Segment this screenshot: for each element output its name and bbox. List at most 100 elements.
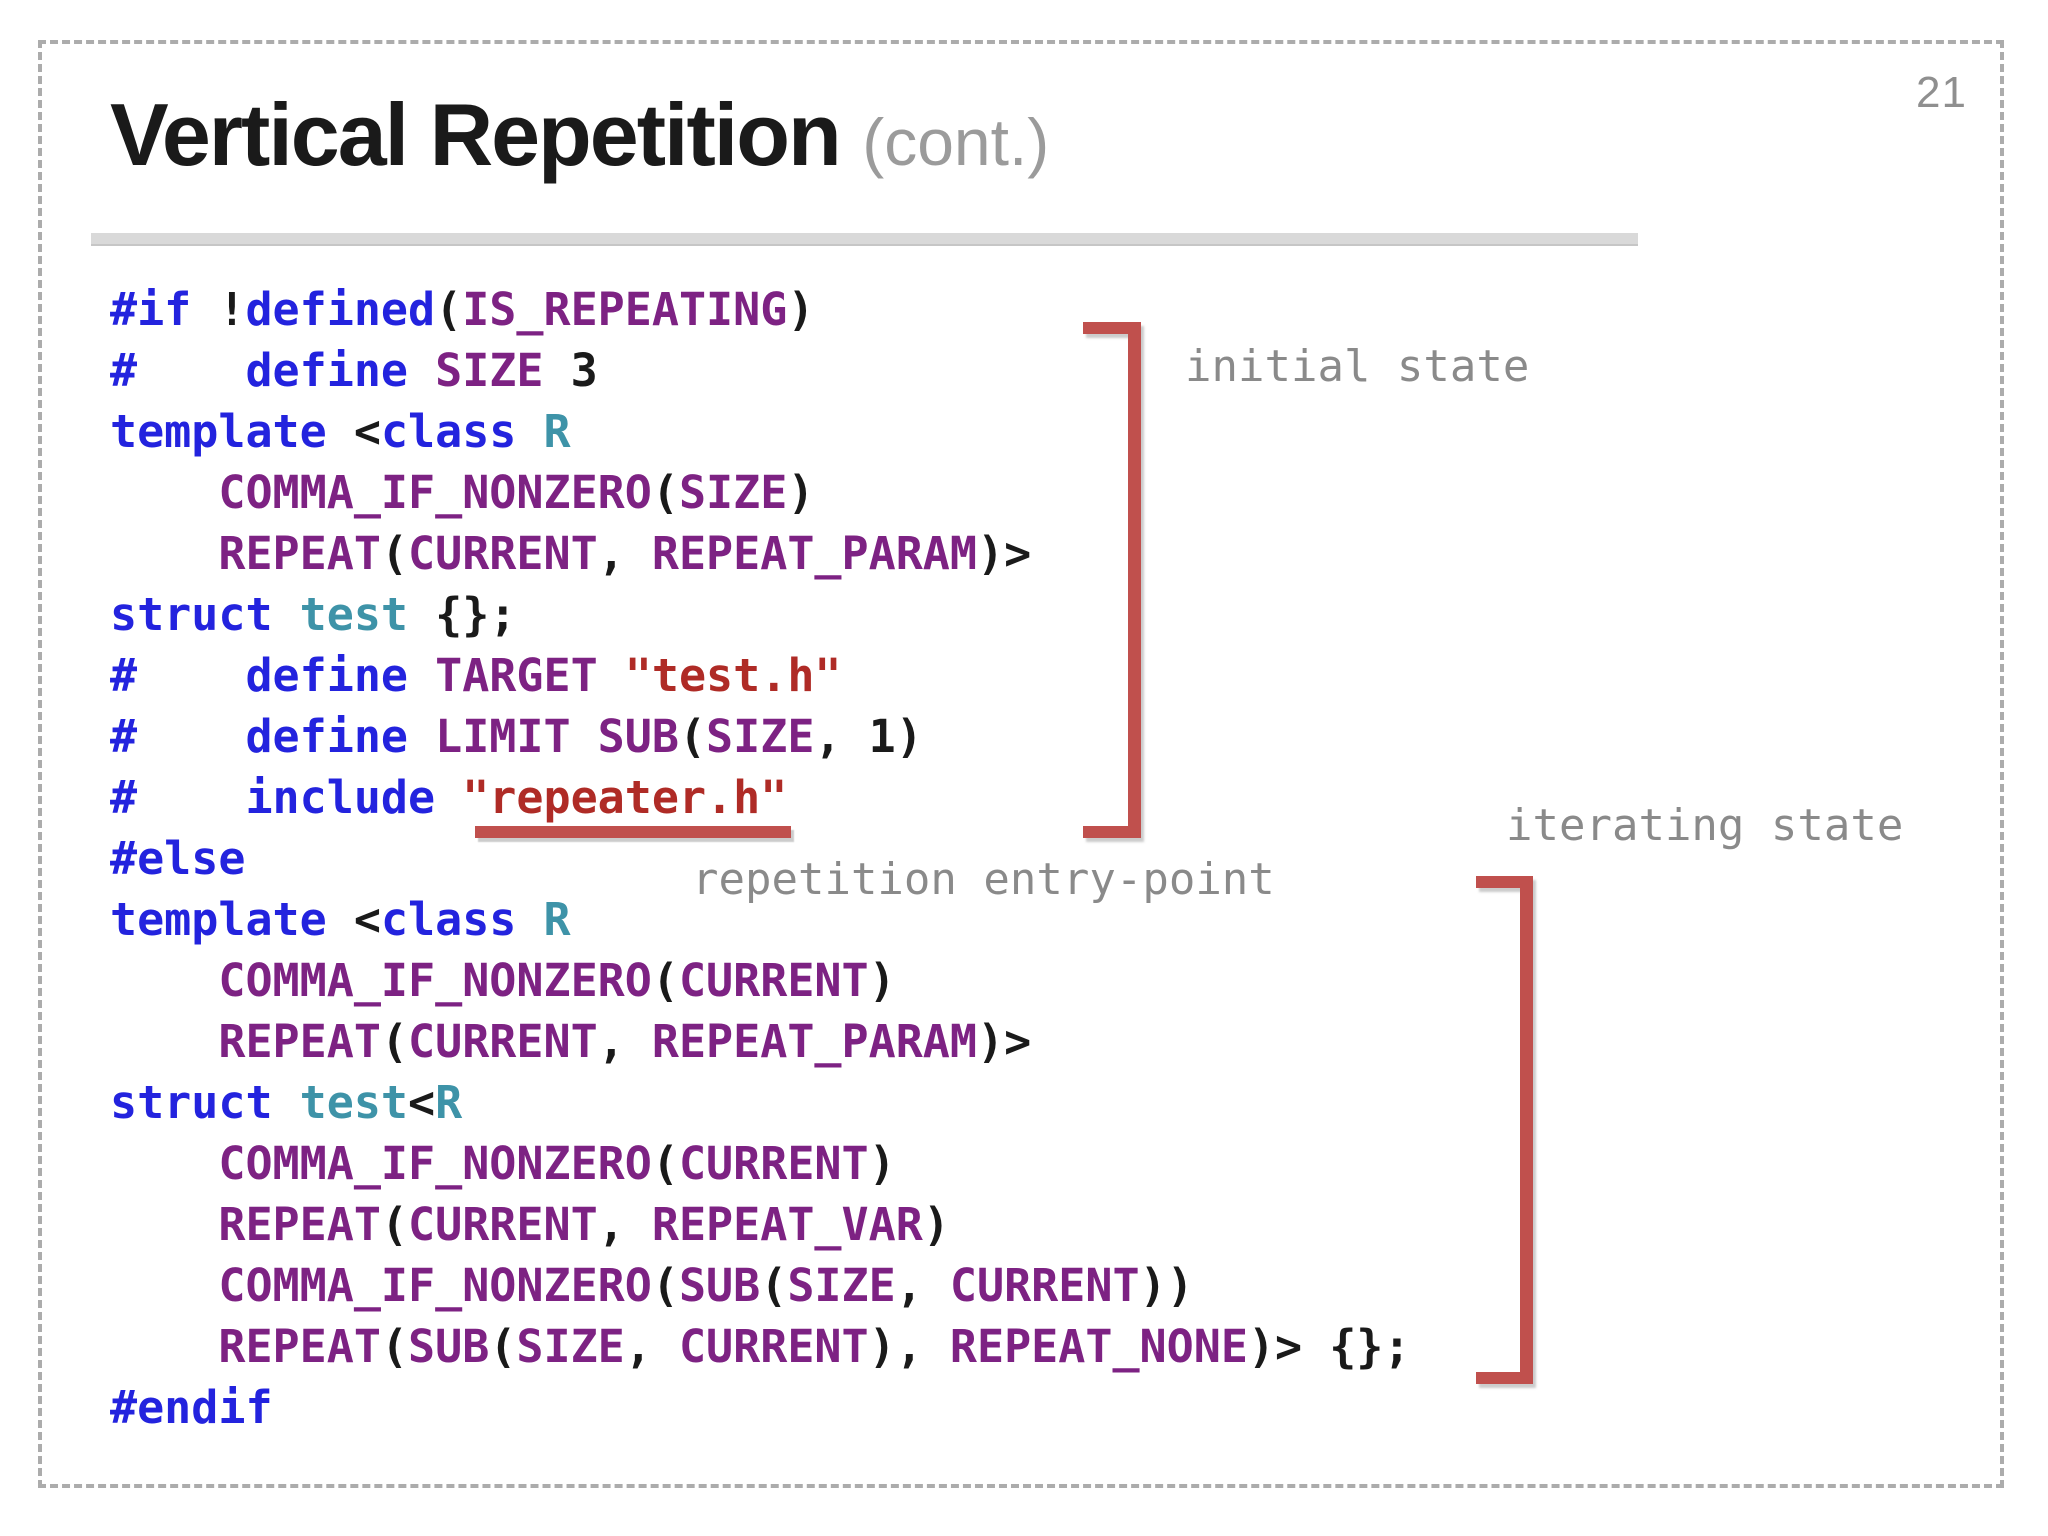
code-token: LIMIT: [435, 710, 571, 763]
code-token: REPEAT: [218, 1015, 381, 1068]
code-token: (: [489, 1320, 517, 1373]
code-token: (: [651, 466, 679, 519]
code-token: CURRENT: [678, 954, 869, 1007]
repeater-include-underline: [475, 826, 791, 838]
code-token: [110, 1015, 218, 1068]
code-line: struct test<R: [110, 1072, 1410, 1133]
code-token: "repeater.h": [462, 771, 788, 824]
code-token: <: [408, 1076, 436, 1129]
code-token: [110, 1259, 218, 1312]
code-token: !: [218, 283, 246, 336]
code-token: (: [651, 954, 679, 1007]
entry-point-label: repetition entry-point: [692, 854, 1275, 905]
code-token: [110, 466, 218, 519]
code-token: [110, 1198, 218, 1251]
code-token: REPEAT: [218, 527, 381, 580]
title-main-text: Vertical Repetition: [110, 85, 842, 184]
code-token: 3: [543, 344, 598, 397]
code-token: struct: [110, 588, 300, 641]
code-token: CURRENT: [949, 1259, 1140, 1312]
code-token: COMMA_IF_NONZERO: [218, 1259, 652, 1312]
code-token: )>: [976, 1015, 1032, 1068]
code-token: REPEAT_PARAM: [651, 527, 977, 580]
iterating-state-bracket: [1476, 876, 1533, 1384]
code-token: CURRENT: [408, 527, 598, 580]
code-token: ,: [597, 1198, 652, 1251]
code-token: [571, 710, 598, 763]
code-token: ): [922, 1198, 950, 1251]
code-line: #if !defined(IS_REPEATING): [110, 279, 1410, 340]
code-token: REPEAT_NONE: [949, 1320, 1248, 1373]
code-token: )> {};: [1247, 1320, 1411, 1373]
code-token: SIZE: [516, 1320, 625, 1373]
code-token: ),: [868, 1320, 950, 1373]
code-line: COMMA_IF_NONZERO(CURRENT): [110, 1133, 1410, 1194]
code-token: struct: [110, 1076, 300, 1129]
code-line: # include "repeater.h": [110, 767, 1410, 828]
code-token: (: [651, 1137, 679, 1190]
code-token: ,: [895, 1259, 950, 1312]
code-token: template: [110, 405, 354, 458]
code-token: # define: [110, 344, 436, 397]
code-token: SUB: [597, 710, 679, 763]
code-token: ,: [597, 527, 652, 580]
initial-state-bracket: [1083, 322, 1141, 838]
code-token: (: [435, 283, 463, 336]
code-token: TARGET: [435, 649, 598, 702]
code-token: CURRENT: [678, 1320, 869, 1373]
code-token: test: [299, 1076, 409, 1129]
code-line: REPEAT(CURRENT, REPEAT_PARAM)>: [110, 1011, 1410, 1072]
code-token: )>: [976, 527, 1032, 580]
slide-border: [38, 40, 2004, 1488]
code-token: R: [435, 1076, 463, 1129]
code-token: SIZE: [787, 1259, 896, 1312]
code-token: # include: [110, 771, 463, 824]
code-line: COMMA_IF_NONZERO(SUB(SIZE, CURRENT)): [110, 1255, 1410, 1316]
code-token: )): [1139, 1259, 1194, 1312]
code-token: REPEAT: [218, 1198, 381, 1251]
code-line: REPEAT(CURRENT, REPEAT_PARAM)>: [110, 523, 1410, 584]
code-token: [110, 1320, 218, 1373]
code-token: defined: [245, 283, 436, 336]
code-token: REPEAT_VAR: [651, 1198, 923, 1251]
code-line: # define LIMIT SUB(SIZE, 1): [110, 706, 1410, 767]
code-token: ): [868, 1137, 896, 1190]
code-token: [110, 527, 218, 580]
code-token: template: [110, 893, 354, 946]
code-line: REPEAT(SUB(SIZE, CURRENT), REPEAT_NONE)>…: [110, 1316, 1410, 1377]
code-token: COMMA_IF_NONZERO: [218, 954, 652, 1007]
code-token: # define: [110, 649, 436, 702]
initial-state-label: initial state: [1185, 341, 1530, 392]
iterating-state-label: iterating state: [1506, 800, 1904, 851]
code-line: # define TARGET "test.h": [110, 645, 1410, 706]
code-token: test: [299, 588, 409, 641]
code-line: struct test {};: [110, 584, 1410, 645]
code-line: #endif: [110, 1377, 1410, 1438]
page-title: Vertical Repetition (cont.): [110, 84, 1049, 186]
code-token: (: [651, 1259, 679, 1312]
title-cont-label: (cont.): [862, 105, 1050, 179]
code-token: SIZE: [678, 466, 788, 519]
page-number: 21: [1916, 68, 1967, 117]
code-token: [110, 954, 218, 1007]
code-token: # define: [110, 710, 436, 763]
code-token: R: [543, 893, 571, 946]
code-line: template <class R: [110, 889, 1410, 950]
code-token: {};: [408, 588, 517, 641]
code-token: ,: [624, 1320, 679, 1373]
code-token: CURRENT: [408, 1198, 598, 1251]
code-token: IS_REPEATING: [462, 283, 788, 336]
code-token: SUB: [408, 1320, 490, 1373]
code-line: COMMA_IF_NONZERO(SIZE): [110, 462, 1410, 523]
code-token: CURRENT: [678, 1137, 869, 1190]
code-token: #endif: [110, 1381, 273, 1434]
code-line: # define SIZE 3: [110, 340, 1410, 401]
code-token: (: [380, 1198, 409, 1251]
code-token: class: [380, 893, 544, 946]
code-token: CURRENT: [408, 1015, 598, 1068]
code-token: (: [380, 527, 409, 580]
code-token: [598, 649, 625, 702]
code-token: R: [543, 405, 571, 458]
code-token: REPEAT_PARAM: [651, 1015, 977, 1068]
code-line: REPEAT(CURRENT, REPEAT_VAR): [110, 1194, 1410, 1255]
